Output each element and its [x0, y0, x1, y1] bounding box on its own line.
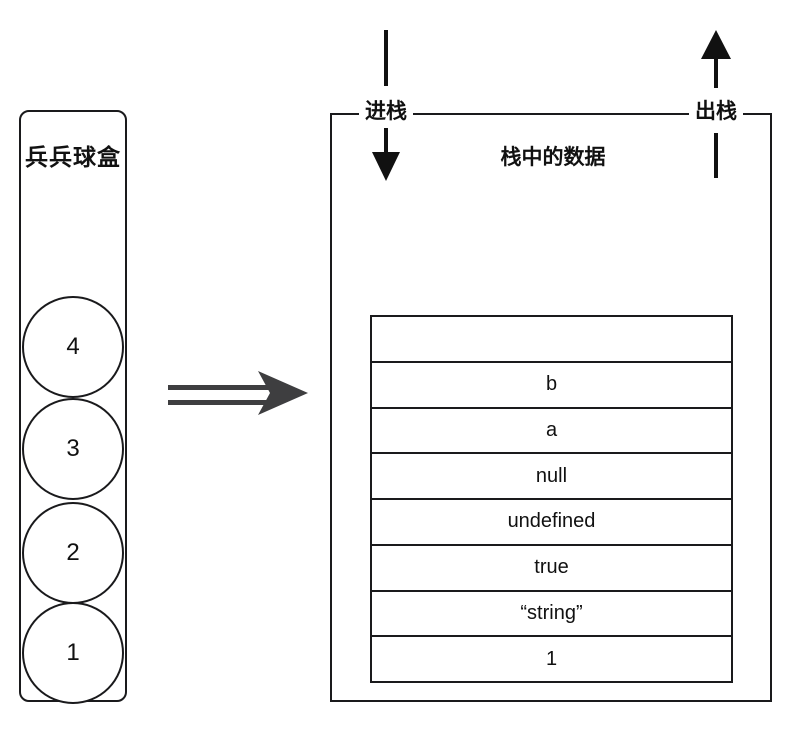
pingpong-box-label: 兵兵球盒 — [25, 144, 121, 170]
ball-1-number: 1 — [66, 639, 80, 666]
ball-2-number: 2 — [66, 539, 80, 566]
pop-label: 出栈 — [689, 99, 743, 125]
transform-arrow-icon — [168, 371, 308, 415]
stack-row: undefined — [372, 500, 731, 546]
pop-arrow-line — [714, 133, 718, 178]
stack-row-bottom: 1 — [545, 647, 558, 670]
stack-row: “string” — [372, 592, 731, 638]
ball-4-number: 4 — [66, 333, 80, 360]
ball-1: 1 — [22, 602, 124, 704]
ball-3-number: 3 — [66, 435, 80, 462]
stack-row: b — [372, 363, 731, 409]
stack-row: null — [372, 454, 731, 500]
stack-title: 栈中的数据 — [500, 146, 606, 169]
push-arrow-line — [384, 30, 388, 86]
ball-2: 2 — [22, 502, 124, 604]
pingpong-box: 兵兵球盒 4 3 2 1 — [19, 110, 127, 704]
pop-arrow-icon — [701, 30, 731, 88]
stack-row: true — [372, 546, 731, 592]
stack-table: b a null undefined true “string” 1 — [370, 315, 733, 683]
ball-4: 4 — [22, 296, 124, 398]
push-arrow-icon — [372, 128, 400, 181]
push-label: 进栈 — [359, 99, 413, 125]
ball-3: 3 — [22, 398, 124, 500]
stack-row-top — [372, 317, 731, 363]
stack-row: a — [372, 409, 731, 455]
